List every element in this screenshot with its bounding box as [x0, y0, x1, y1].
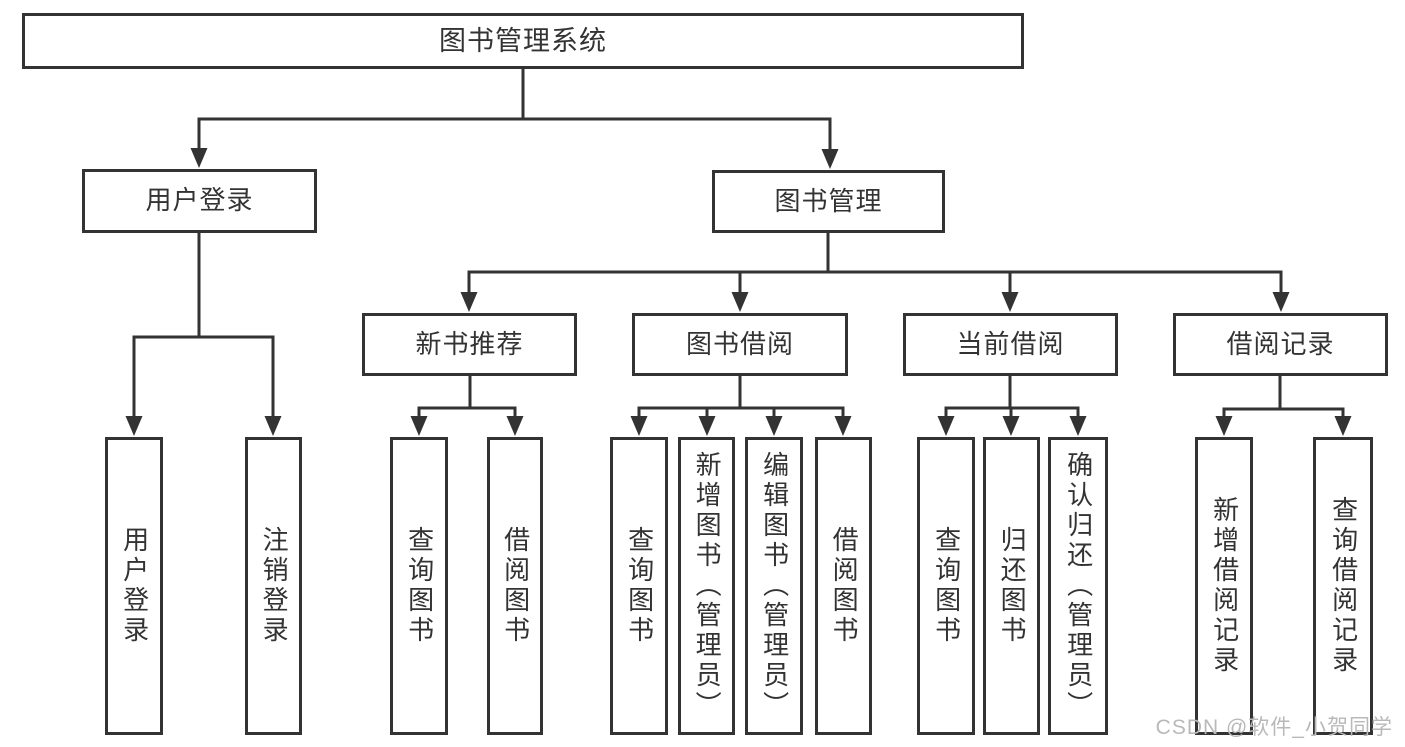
csdn-watermark: CSDN @软件_小贺同学: [1155, 716, 1393, 739]
node-query-books-under-recommendation: 查询图书: [390, 437, 448, 735]
node-query-borrow-record: 查询借阅记录: [1313, 437, 1373, 735]
node-logout: 注销登录: [245, 437, 302, 735]
node-edit-books-admin: 编辑图书（管理员）: [745, 437, 803, 735]
node-add-books-admin: 新增图书（管理员）: [678, 437, 735, 735]
node-library-management-system: 图书管理系统: [22, 13, 1024, 69]
edge-book-mgmt-children: [460, 233, 1290, 312]
node-user-login-leaf: 用户登录: [105, 437, 163, 735]
node-book-borrowing: 图书借阅: [632, 313, 848, 376]
edge-new-book-rec-children: [410, 376, 524, 436]
node-new-book-recommendation: 新书推荐: [362, 313, 577, 376]
node-user-login: 用户登录: [82, 169, 317, 233]
node-add-borrow-record: 新增借阅记录: [1195, 437, 1253, 735]
node-return-books: 归还图书: [983, 437, 1040, 735]
node-borrow-books-leaf: 借阅图书: [815, 437, 872, 735]
edge-book-borrow-children: [630, 376, 852, 436]
node-confirm-return-admin: 确认归还（管理员）: [1048, 437, 1108, 735]
node-book-management: 图书管理: [712, 170, 945, 233]
node-borrowing-records: 借阅记录: [1173, 313, 1388, 376]
edge-user-login-children: [125, 233, 282, 436]
edge-current-borrow-children: [937, 376, 1087, 436]
edge-root-to-level2: [190, 69, 839, 169]
node-query-books-under-borrowing: 查询图书: [610, 437, 668, 735]
node-query-books-under-current: 查询图书: [917, 437, 975, 735]
node-borrow-books-under-recommendation: 借阅图书: [487, 437, 543, 735]
edge-borrow-records-children: [1215, 376, 1352, 436]
node-current-borrowing: 当前借阅: [903, 313, 1118, 376]
